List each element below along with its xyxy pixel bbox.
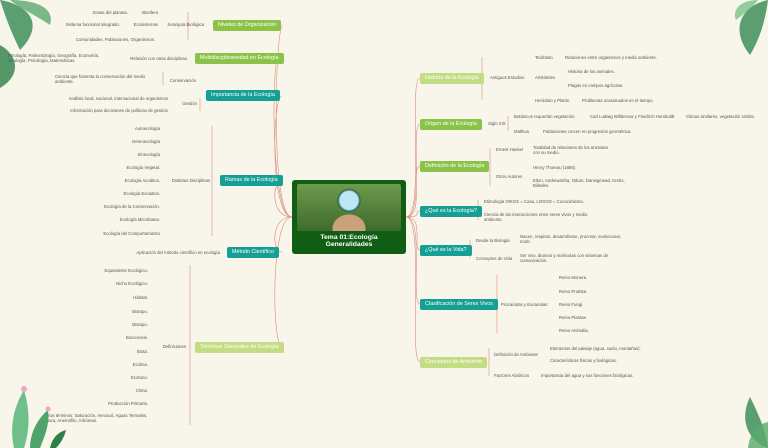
node-ambiente-detalle-2[interactable]: Características físicas y biológicas. <box>550 358 617 363</box>
node-relacion-disciplinas[interactable]: Relación con otras disciplinas. <box>108 56 188 61</box>
branch-multidisciplinariedad[interactable]: Multidisciplinariedad en Ecología <box>195 53 284 64</box>
node-factores-abioticos[interactable]: Factores Abióticos <box>494 373 529 378</box>
node-rama[interactable]: Ecología Evolutiva. <box>80 191 160 196</box>
node-herodoto-detalle[interactable]: Problemas ocasionados en el tiempo. <box>582 98 654 103</box>
node-aristoteles-detalle-1[interactable]: Historia de los animales. <box>568 69 615 74</box>
node-otros-autores[interactable]: Otros Autores <box>496 174 522 179</box>
globe-in-hands-image <box>297 184 401 231</box>
node-thoreau[interactable]: Henry Thoreau (1866) <box>533 165 575 170</box>
node-zonas-planeta[interactable]: Zonas del planeta. <box>50 10 128 15</box>
node-termino[interactable]: Equivalente Ecológico. <box>70 268 148 273</box>
node-reino[interactable]: Reino Protista. <box>559 289 587 294</box>
node-rama[interactable]: Demoecología <box>80 139 160 144</box>
leaf-decoration-icon <box>720 392 768 448</box>
node-desde-biologia[interactable]: Desde la Biología <box>476 238 510 243</box>
node-aristoteles-detalle-2[interactable]: Plagas en campos agrícolas. <box>568 83 623 88</box>
node-definiciones[interactable]: Definiciones <box>150 344 186 349</box>
node-herodoto-platon[interactable]: Heródoto y Platón <box>535 98 569 103</box>
branch-clasificacion[interactable]: Clasificación de Seres Vivos <box>420 299 498 310</box>
node-teofrasto[interactable]: Teofrasto <box>535 55 553 60</box>
node-malthus-detalle[interactable]: Poblaciones crecen en progresión geométr… <box>543 129 632 134</box>
node-termino[interactable]: Biotopo. <box>70 322 148 327</box>
node-gestion[interactable]: Gestión <box>165 101 197 106</box>
node-vida-detalle[interactable]: Ser vivo, átomos y moléculas con sistema… <box>520 253 620 263</box>
node-termino[interactable]: Biota. <box>70 349 148 354</box>
node-haekel-detalle[interactable]: Totalidad de relaciones de los animales … <box>533 145 613 155</box>
branch-definicion[interactable]: Definición de la Ecología <box>420 161 489 172</box>
node-teofrasto-detalle[interactable]: Relaciones entre organismos y medio ambi… <box>565 55 657 60</box>
branch-origen[interactable]: Origen de la Ecología <box>420 119 482 130</box>
node-malthus[interactable]: Malthus <box>514 129 529 134</box>
node-termino[interactable]: Biocenosis. <box>70 335 148 340</box>
node-termino[interactable]: Nicho Ecológico. <box>70 281 148 286</box>
node-rama[interactable]: Ecología Microbiana. <box>80 217 160 222</box>
node-ciencia-interacciones[interactable]: Ciencia de las interacciones entre seres… <box>484 212 594 222</box>
node-autores-lista[interactable]: Elton, Andrewartha, Odum, Dansigmead, Kr… <box>533 178 625 188</box>
node-conceptos-vida[interactable]: Conceptos de Vida <box>476 256 512 261</box>
node-jerarquia-biologica[interactable]: Jerarquía Biológica <box>162 22 204 27</box>
node-termino[interactable]: Clima. <box>70 388 148 393</box>
node-rama[interactable]: Ecología de la Conservación. <box>70 204 160 209</box>
central-topic[interactable]: Tema 01:Ecología Generalidades <box>292 180 406 254</box>
node-etimologia[interactable]: Etimología OIKOS = Casa, LOGOS = Conocim… <box>484 199 584 204</box>
node-termino[interactable]: Ecotono. <box>70 375 148 380</box>
node-gestion-informacion[interactable]: Información para decisiones de políticas… <box>40 108 168 113</box>
node-antiguos-estudios[interactable]: Antiguos Estudios <box>490 75 524 80</box>
node-ernest-haekel[interactable]: Ernest Haekel <box>496 147 523 152</box>
node-rama[interactable]: Ecología Acuática. <box>80 178 160 183</box>
branch-historia[interactable]: Historia de la Ecología <box>420 73 484 84</box>
node-abioticos-detalle[interactable]: Importancia del agua y sus funciones bio… <box>541 373 633 378</box>
leaf-decoration-icon <box>720 0 768 60</box>
node-gestion-analisis[interactable]: Análisis local, nacional, internacional … <box>40 96 168 101</box>
branch-que-es-ecologia[interactable]: ¿Qué es la Ecología? <box>420 206 482 217</box>
branch-que-es-vida[interactable]: ¿Qué es la Vida? <box>420 245 472 256</box>
node-ecosistemas[interactable]: Ecosistemas <box>118 22 158 27</box>
node-metodo-aplicacion[interactable]: Aplicación del método científico en ecol… <box>105 250 220 255</box>
node-conservacion[interactable]: Conservación <box>160 78 196 83</box>
node-termino[interactable]: Hábitat. <box>70 295 148 300</box>
cactus-decoration-icon <box>0 380 70 448</box>
branch-ramas[interactable]: Ramas de la Ecología <box>220 175 283 186</box>
node-reino[interactable]: Reino Fungi. <box>559 302 583 307</box>
node-rama[interactable]: Autoecología <box>80 126 160 131</box>
leaf-decoration-icon <box>0 40 25 90</box>
branch-terminos-generales[interactable]: Términos Generales de Ecología <box>195 342 284 353</box>
node-botanicos[interactable]: Botánicos requerían vegetación. <box>514 114 576 119</box>
branch-niveles-organizacion[interactable]: Niveles de Organización <box>213 20 281 31</box>
central-title: Tema 01:Ecología Generalidades <box>297 234 401 248</box>
branch-conceptos-ambiente[interactable]: Conceptos de Ambiente <box>420 357 487 368</box>
node-termino[interactable]: Producción Primaria. <box>60 401 148 406</box>
node-willdenow-humboldt[interactable]: Carl Ludwig Willdenow y Friedrich Humbol… <box>590 114 674 119</box>
node-termino[interactable]: Ecolina. <box>70 362 148 367</box>
node-distintas-disciplinas[interactable]: Distintas Disciplinas <box>162 178 210 183</box>
node-reino[interactable]: Reino Plantae. <box>559 315 587 320</box>
branch-importancia[interactable]: Importancia de la Ecología <box>206 90 280 101</box>
node-ambiente-detalle-1[interactable]: Elementos del paisaje (agua, suelo, mont… <box>550 346 641 351</box>
node-reino[interactable]: Reino Monera. <box>559 275 587 280</box>
node-rama[interactable]: Sinecología <box>80 152 160 157</box>
node-siglo-xix[interactable]: Siglo XIX <box>488 121 506 126</box>
node-conservacion-detalle[interactable]: Ciencia que fomenta la conservación del … <box>55 74 155 84</box>
node-reino[interactable]: Reino Animalia. <box>559 328 589 333</box>
node-rama[interactable]: Ecología Vegetal. <box>80 165 160 170</box>
node-biologia-detalle[interactable]: Nacen, respiran, desarrollarse, procrear… <box>520 234 632 244</box>
node-aristoteles[interactable]: Aristóteles <box>535 75 555 80</box>
node-climas-similares[interactable]: Climas similares, vegetación similar. <box>686 114 755 119</box>
node-rama[interactable]: Ecología del Comportamiento <box>70 231 160 236</box>
branch-metodo-cientifico[interactable]: Método Científico <box>227 247 279 258</box>
node-definicion-ambiente[interactable]: Definición de Ambiente <box>494 352 538 357</box>
node-termino[interactable]: Biotopo. <box>70 309 148 314</box>
node-procariotas-eucariotas[interactable]: Procariotas y Eucariotas <box>501 302 548 307</box>
